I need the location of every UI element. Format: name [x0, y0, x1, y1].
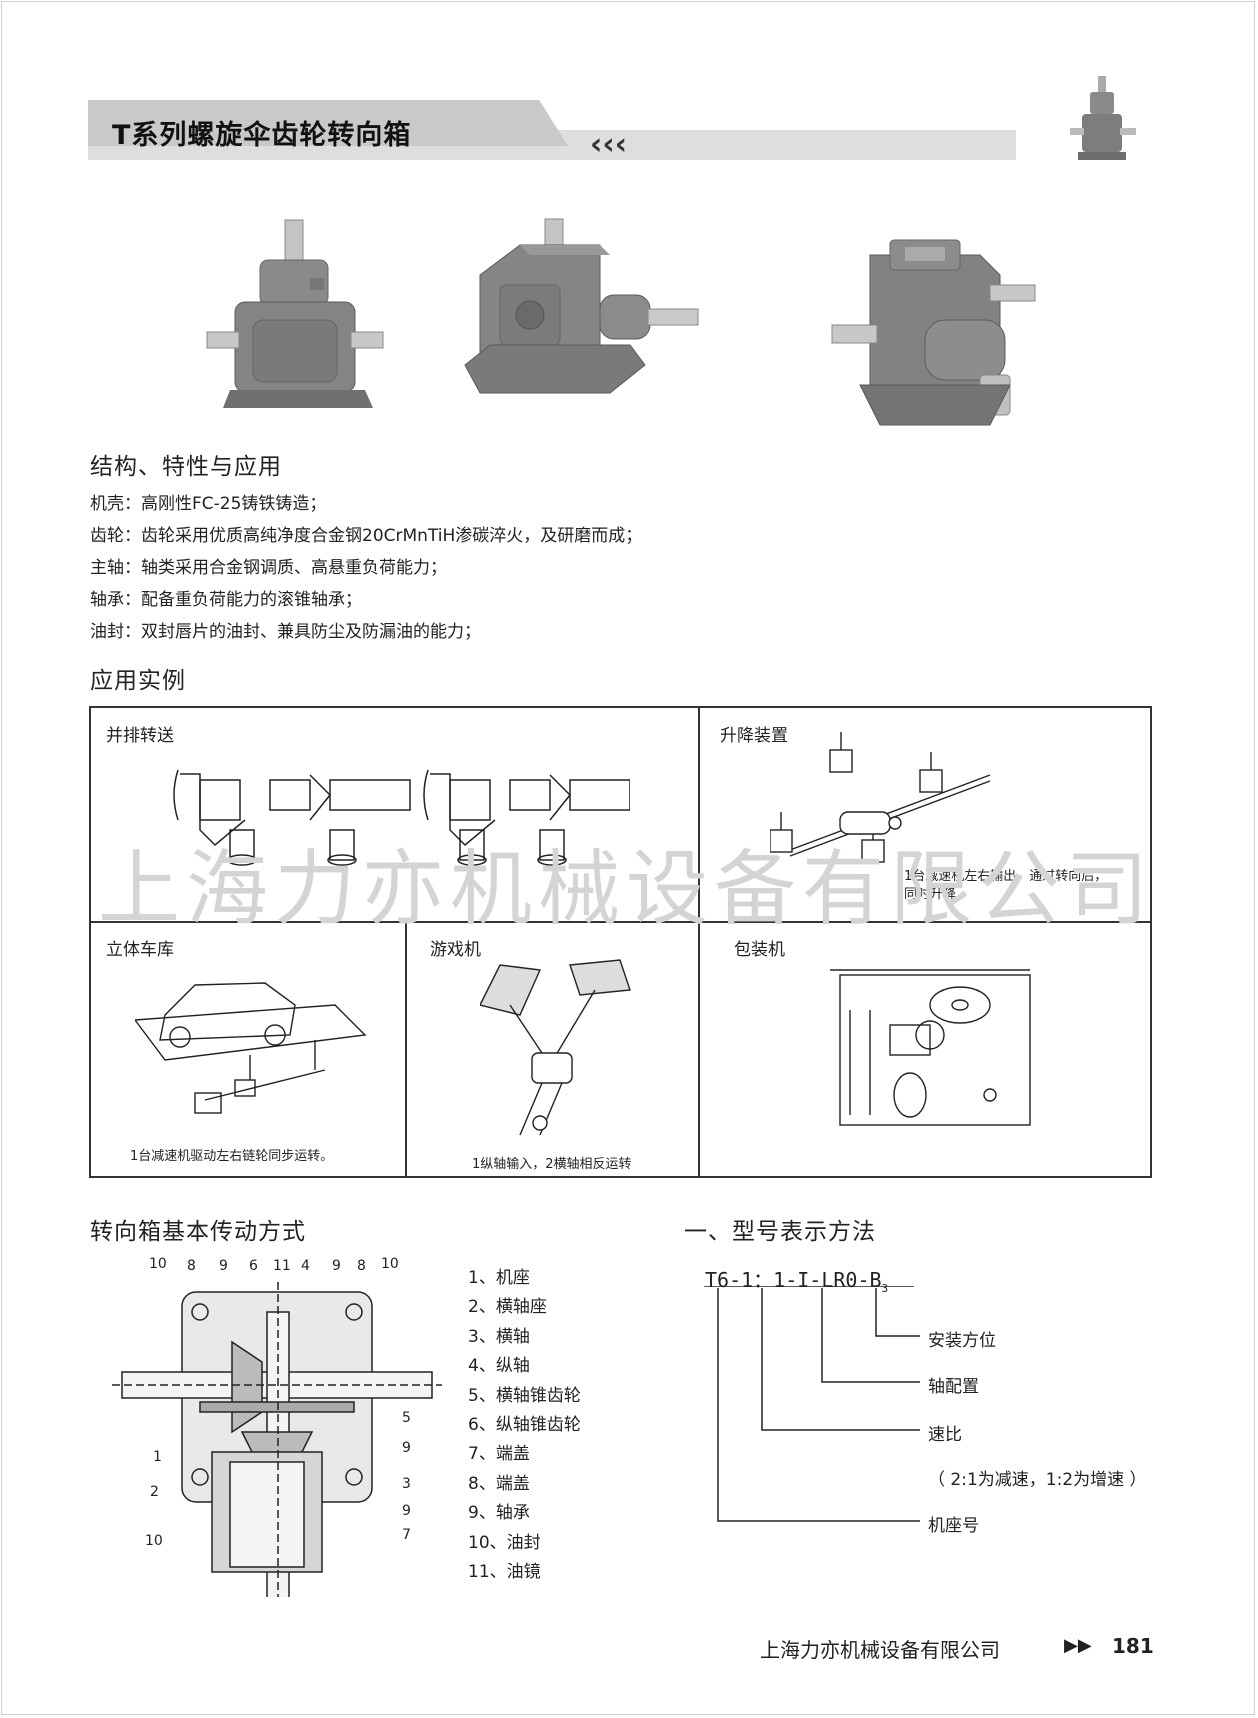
callout-number: 2: [150, 1484, 159, 1500]
grid-divider: [698, 706, 700, 1178]
callout-number: 10: [149, 1256, 167, 1272]
lifting-diagram: [770, 732, 991, 863]
grid-divider: [405, 921, 407, 1178]
feature-item: 机壳：高刚性FC-25铸铁铸造；: [90, 494, 327, 514]
callout-number: 9: [332, 1258, 341, 1274]
model-heading: 一、型号表示方法: [684, 1219, 876, 1245]
parts-list-item: 9、轴承: [468, 1503, 530, 1524]
feature-item: 主轴：轴类采用合金钢调质、高悬重负荷能力；: [90, 558, 447, 578]
model-label-shaft: 轴配置: [928, 1377, 979, 1397]
model-code-subscript: 3: [881, 1282, 889, 1295]
parts-list-item: 6、纵轴锥齿轮: [468, 1414, 581, 1435]
features-heading: 结构、特性与应用: [90, 454, 282, 480]
page-number: 181: [1112, 1634, 1154, 1658]
cell-title-garage: 立体车库: [106, 940, 174, 960]
parts-list-item: 8、端盖: [468, 1473, 530, 1494]
cell-title-lifting: 升降装置: [720, 726, 788, 746]
callout-number: 11: [273, 1258, 291, 1274]
callout-number: 5: [402, 1410, 411, 1426]
callout-number: 9: [219, 1258, 228, 1274]
callout-number: 4: [301, 1258, 310, 1274]
double-arrow-icon: ▶▶: [1064, 1635, 1092, 1656]
applications-heading: 应用实例: [90, 668, 186, 694]
parts-list: 1、机座 2、横轴座 3、横轴 4、纵轴 5、横轴锥齿轮 6、纵轴锥齿轮 7、端…: [468, 1263, 581, 1586]
model-leader-lines: [704, 1286, 920, 1522]
game-caption: 1纵轴输入，2横轴相反运转: [472, 1157, 632, 1172]
parts-list-item: 4、纵轴: [468, 1356, 530, 1377]
product-photo-2: [464, 218, 699, 394]
feature-item: 齿轮：齿轮采用优质高纯净度合金钢20CrMnTiH渗碳淬火，及研磨而成；: [90, 526, 643, 546]
gearbox-section-drawing: [112, 1282, 442, 1597]
parts-list-item: 7、端盖: [468, 1444, 530, 1465]
model-label-frame: 机座号: [928, 1516, 979, 1536]
parts-list-item: 3、横轴: [468, 1326, 530, 1347]
game-machine-diagram: [480, 959, 631, 1136]
parts-list-item: 2、横轴座: [468, 1297, 547, 1318]
callout-number: 8: [187, 1258, 196, 1274]
callout-number: 10: [145, 1533, 163, 1549]
parts-list-item: 5、横轴锥齿轮: [468, 1385, 581, 1406]
feature-item: 油封：双封唇片的油封、兼具防尘及防漏油的能力；: [90, 622, 481, 642]
cell-title-packaging: 包装机: [734, 940, 785, 960]
lifting-caption-line1: 1台减速机左右输出，通过转向后，: [904, 869, 1108, 884]
model-label-ratio-note: （ 2:1为减速，1:2为增速 ）: [928, 1470, 1147, 1490]
cell-title-side-by-side: 并排转送: [106, 726, 174, 746]
side-by-side-diagram: [173, 769, 630, 866]
parts-list-item: 1、机座: [468, 1268, 530, 1288]
model-label-ratio: 速比: [928, 1425, 962, 1445]
feature-item: 轴承：配备重负荷能力的滚锥轴承；: [90, 590, 362, 610]
callout-number: 9: [402, 1440, 411, 1456]
lifting-caption-line2: 同时升降: [904, 887, 957, 902]
callout-number: 9: [402, 1503, 411, 1519]
page-title: T系列螺旋伞齿轮转向箱: [112, 120, 412, 151]
callout-number: 1: [153, 1449, 162, 1465]
callout-number: 6: [249, 1258, 258, 1274]
callout-number: 7: [402, 1527, 411, 1543]
watermark: 上海力亦机械设备有限公司: [98, 842, 1155, 937]
garage-diagram: [135, 982, 367, 1114]
chevron-left-icon: ‹‹‹: [590, 127, 628, 162]
model-label-mount: 安装方位: [928, 1331, 996, 1351]
callout-number: 8: [357, 1258, 366, 1274]
grid-divider: [89, 921, 1152, 923]
callout-number: 10: [381, 1256, 399, 1272]
garage-caption: 1台减速机驱动左右链轮同步运转。: [130, 1149, 334, 1164]
gearbox-thumbnail-image: [1070, 76, 1136, 160]
product-photo-3: [831, 239, 1036, 426]
header-banner-tab: [88, 100, 568, 146]
model-code-text: T6-1：1-I-LR0-B: [705, 1268, 882, 1292]
packaging-machine-diagram: [830, 969, 1031, 1126]
product-photo-1: [206, 219, 384, 408]
applications-grid: [89, 706, 1152, 1178]
parts-list-item: 10、油封: [468, 1532, 541, 1553]
cell-title-game: 游戏机: [430, 940, 481, 960]
transmission-heading: 转向箱基本传动方式: [90, 1219, 306, 1245]
footer-company: 上海力亦机械设备有限公司: [760, 1638, 1000, 1662]
model-code: T6-1：1-I-LR0-B3: [705, 1264, 888, 1295]
callout-number: 3: [402, 1476, 411, 1492]
parts-list-item: 11、油镜: [468, 1561, 541, 1582]
